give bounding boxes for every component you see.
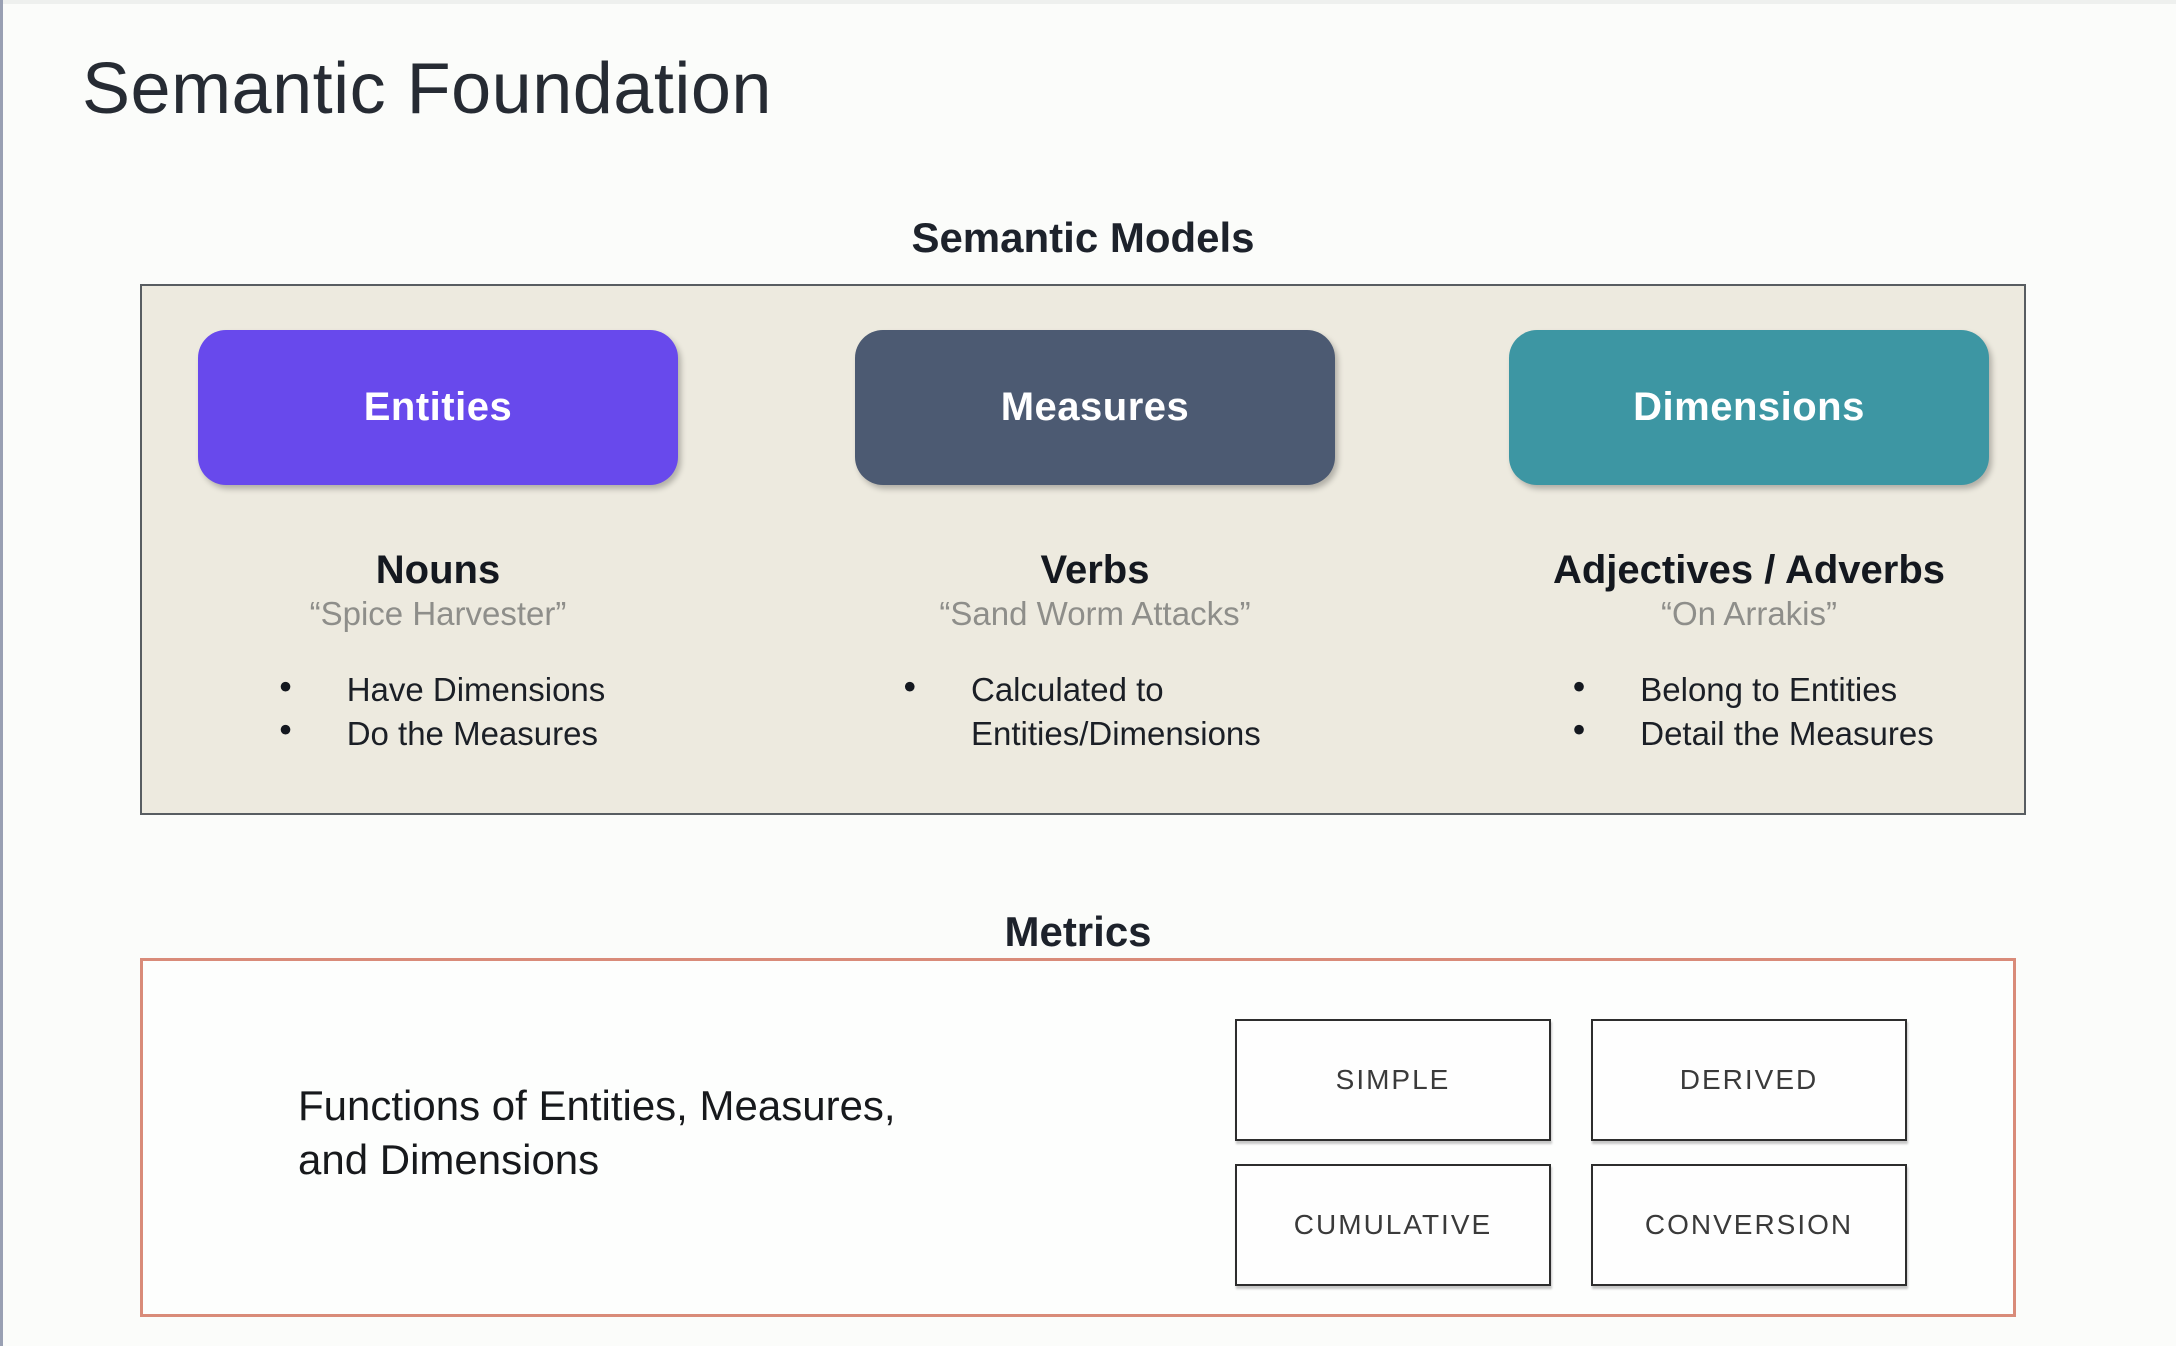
window-top-edge <box>0 0 2176 4</box>
measures-pill-label: Measures <box>1000 385 1190 429</box>
page-title: Semantic Foundation <box>82 49 772 129</box>
bullet-item: Do the Measures <box>271 712 606 756</box>
metric-type-label: CUMULATIVE <box>1293 1209 1493 1240</box>
semantic-models-panel: Entities Nouns “Spice Harvester” Have Di… <box>140 284 2026 815</box>
semantic-models-heading: Semantic Models <box>911 214 1255 261</box>
metric-type-box-simple: SIMPLE <box>1235 1019 1551 1141</box>
entities-role-label: Nouns <box>375 548 501 592</box>
dimensions-pill: Dimensions <box>1509 330 1989 485</box>
bullet-item: Calculated to Entities/Dimensions <box>895 668 1295 755</box>
entities-bullet-list: Have Dimensions Do the Measures <box>271 668 606 755</box>
dimensions-column: Dimensions Adjectives / Adverbs “On Arra… <box>1489 330 2009 755</box>
window-left-edge <box>0 0 3 1346</box>
metric-type-grid: SIMPLE DERIVED CUMULATIVE CONVERSION <box>1235 1019 1907 1286</box>
metric-type-label: DERIVED <box>1679 1064 1819 1095</box>
entities-pill-label: Entities <box>363 385 513 429</box>
measures-role-label: Verbs <box>1040 548 1150 592</box>
metric-type-label: CONVERSION <box>1644 1209 1854 1240</box>
dimensions-bullet-list: Belong to Entities Detail the Measures <box>1564 668 1933 755</box>
metrics-description-line1: Functions of Entities, Measures, <box>298 1082 896 1129</box>
dimensions-pill-label: Dimensions <box>1633 385 1865 429</box>
dimensions-role-label: Adjectives / Adverbs <box>1552 548 1945 592</box>
metrics-heading: Metrics <box>1004 908 1152 955</box>
measures-bullet-list: Calculated to Entities/Dimensions <box>895 668 1295 755</box>
metrics-description-line2: and Dimensions <box>298 1135 600 1183</box>
metric-type-box-conversion: CONVERSION <box>1591 1164 1907 1286</box>
metrics-panel: Functions of Entities, Measures, and Dim… <box>140 958 2016 1317</box>
metrics-description: Functions of Entities, Measures, and Dim… <box>298 1079 896 1187</box>
measures-pill: Measures <box>855 330 1335 485</box>
entities-column: Entities Nouns “Spice Harvester” Have Di… <box>178 330 698 755</box>
entities-example-label: “Spice Harvester” <box>309 595 567 632</box>
metric-type-box-derived: DERIVED <box>1591 1019 1907 1141</box>
bullet-item: Have Dimensions <box>271 668 606 712</box>
dimensions-example-label: “On Arrakis” <box>1660 595 1838 632</box>
entities-pill: Entities <box>198 330 678 485</box>
bullet-item: Belong to Entities <box>1564 668 1933 712</box>
bullet-item: Detail the Measures <box>1564 712 1933 756</box>
measures-column: Measures Verbs “Sand Worm Attacks” Calcu… <box>835 330 1355 755</box>
metric-type-label: SIMPLE <box>1335 1064 1451 1095</box>
metric-type-box-cumulative: CUMULATIVE <box>1235 1164 1551 1286</box>
measures-example-label: “Sand Worm Attacks” <box>939 595 1251 632</box>
